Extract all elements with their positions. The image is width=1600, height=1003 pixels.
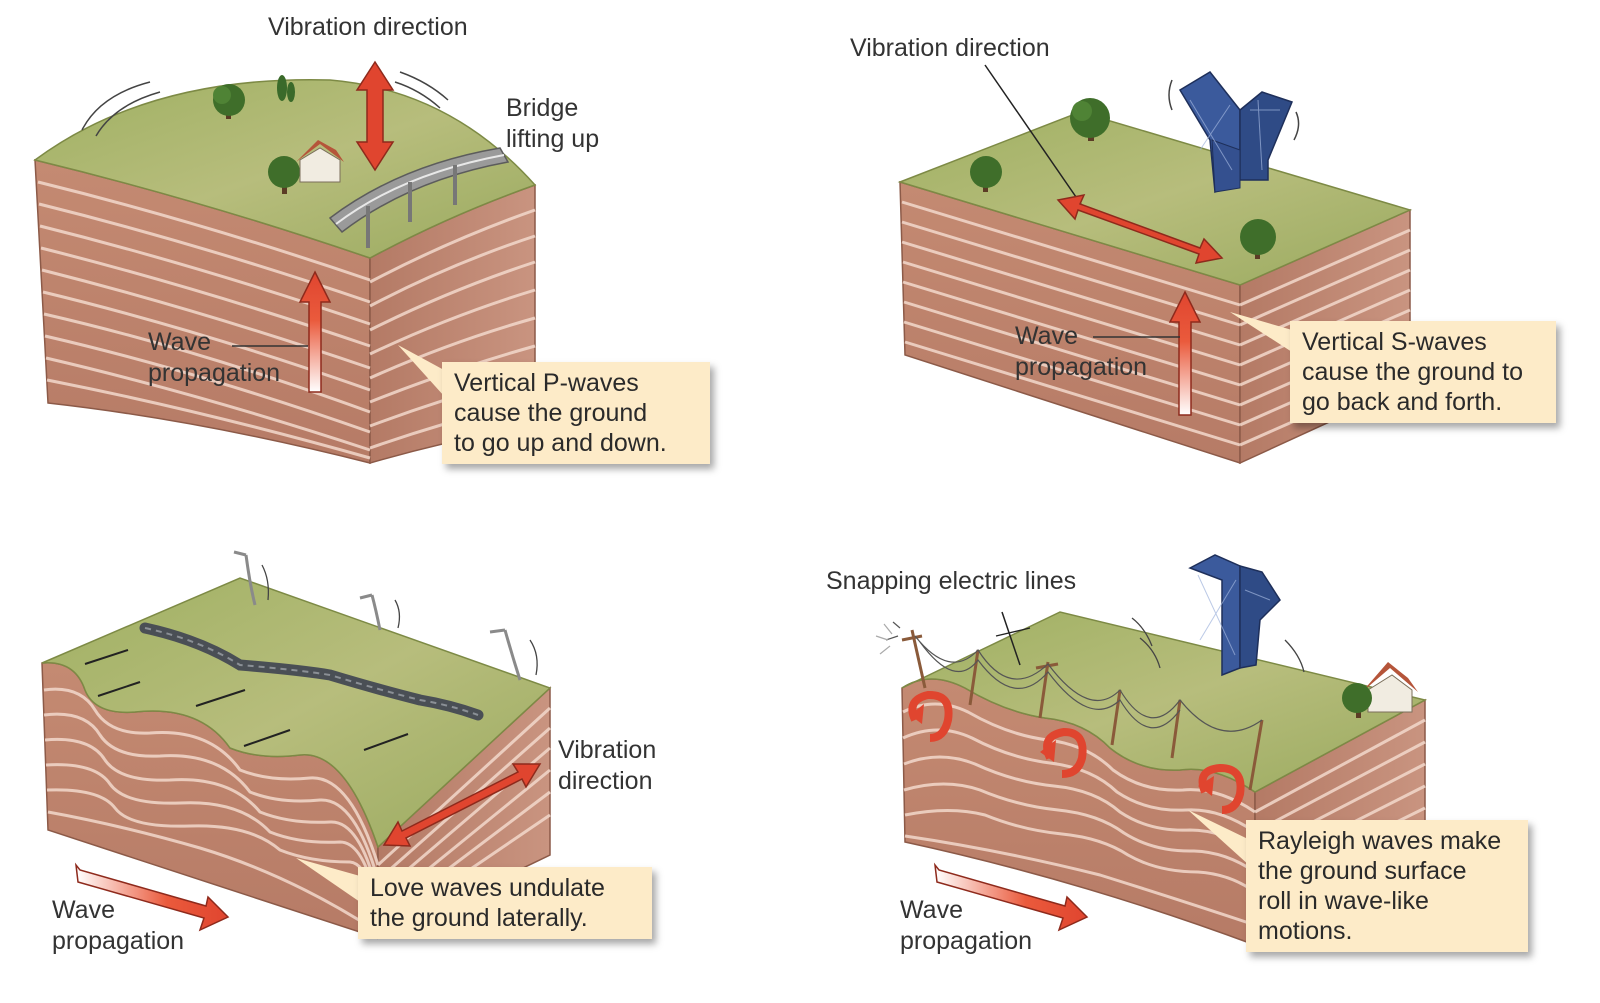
fault-lines <box>84 649 409 751</box>
rayleigh-wave-propagation-label: Wave propagation <box>900 896 1033 955</box>
rayleigh-wave-strata <box>902 702 1426 932</box>
snapping-electric-lines-label: Snapping electric lines <box>826 567 1077 595</box>
s-wave-vibration-label: Vibration direction <box>850 34 1050 62</box>
building-icon <box>1178 71 1294 194</box>
s-wave-block <box>897 64 1413 465</box>
love-wave-propagation-label: Wave propagation <box>52 896 185 955</box>
shake-marks-icon <box>1168 79 1300 141</box>
rolling-motion-icon <box>908 691 953 742</box>
rayleigh-wave-callout-pointer <box>1188 810 1250 866</box>
tree-icon <box>268 156 300 194</box>
love-wave-callout-pointer <box>296 858 360 902</box>
p-wave-callout: Vertical P-waves cause the ground to go … <box>442 362 710 464</box>
double-arrow-vertical-icon <box>355 60 395 172</box>
rolling-motion-icon <box>1040 727 1087 778</box>
tree-icon <box>1342 683 1372 718</box>
p-wave-vibration-label: Vibration direction <box>268 13 468 41</box>
road-crack <box>144 627 479 716</box>
tree-icon <box>277 75 295 102</box>
wave-propagation-arrow-icon <box>298 270 332 393</box>
tree-icon <box>970 156 1002 192</box>
electric-lines-leader-tick <box>995 627 1031 637</box>
bridge-icon <box>328 147 510 248</box>
love-wave-ground-surface <box>41 577 552 849</box>
love-wave-vibration-label: Vibration direction <box>558 736 657 795</box>
s-wave-ground-surface <box>897 111 1413 286</box>
shake-marks-icon <box>81 71 449 137</box>
p-wave-callout-pointer <box>398 345 444 396</box>
house-icon <box>1362 662 1418 713</box>
wave-propagation-arrow-icon <box>1168 290 1202 416</box>
s-wave-vibration-leader <box>984 64 1086 211</box>
electric-lines-leader <box>1001 611 1021 666</box>
shake-marks-icon <box>261 564 538 676</box>
s-wave-callout-pointer <box>1230 312 1292 352</box>
tree-icon <box>213 84 245 119</box>
electric-lines-icon <box>885 621 1263 732</box>
double-arrow-diagonal-icon <box>1056 193 1224 264</box>
utility-pole-icon <box>901 629 1264 791</box>
love-wave-callout: Love waves undulate the ground laterally… <box>358 867 652 939</box>
rayleigh-wave-callout: Rayleigh waves make the ground surface r… <box>1246 820 1528 952</box>
rolling-motion-icon <box>1198 763 1245 814</box>
tree-icon <box>1070 98 1110 141</box>
spark-icon <box>875 623 893 655</box>
p-wave-propagation-label: Wave propagation <box>148 328 281 387</box>
s-wave-callout: Vertical S-waves cause the ground to go … <box>1290 321 1556 423</box>
wave-propagation-arrow-icon <box>74 862 230 932</box>
double-arrow-diagonal-icon <box>382 763 542 847</box>
s-wave-propagation-label: Wave propagation <box>1015 322 1148 381</box>
street-lamp-icon <box>233 550 522 681</box>
house-icon <box>296 140 344 183</box>
shake-marks-icon <box>1131 617 1305 673</box>
tree-icon <box>1240 219 1276 259</box>
wave-propagation-arrow-icon <box>933 862 1089 932</box>
bridge-label: Bridge lifting up <box>506 94 600 153</box>
building-icon <box>1188 554 1281 677</box>
